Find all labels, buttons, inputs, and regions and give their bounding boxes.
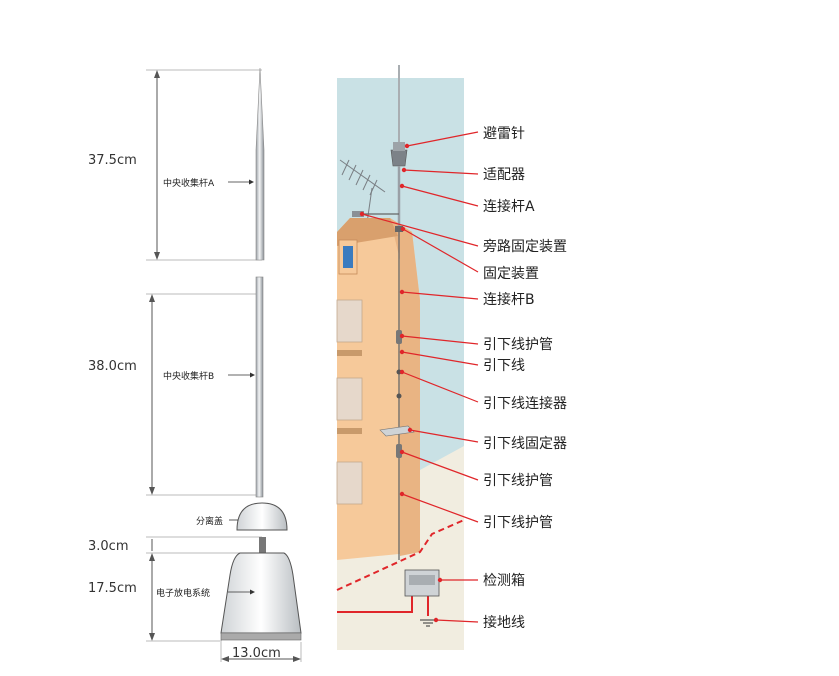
base-dimension: 13.0cm bbox=[220, 642, 302, 662]
callout-test-box: 检测箱 bbox=[483, 573, 525, 589]
callout-connecting-rod-b: 连接杆B bbox=[483, 291, 535, 308]
callout-connecting-rod-a: 连接杆A bbox=[483, 198, 535, 215]
callout-fixing-device: 固定装置 bbox=[483, 266, 539, 282]
callout-ground-wire: 接地线 bbox=[483, 614, 525, 631]
rod-b-label: 中央收集杆B bbox=[163, 370, 214, 382]
rod-a-label: 中央收集杆A bbox=[163, 177, 215, 189]
ese-body: 17.5cm 电子放电系统 bbox=[88, 552, 302, 642]
rod-a: 37.5cm 中央收集杆A bbox=[88, 67, 265, 261]
gap-dimension: 3.0cm bbox=[88, 536, 266, 554]
callout-lightning-rod: 避雷针 bbox=[483, 126, 525, 142]
ese-body-dimension: 17.5cm bbox=[88, 581, 137, 596]
separation-cap: 分离盖 bbox=[196, 502, 288, 531]
rod-b-dimension: 38.0cm bbox=[88, 359, 137, 374]
rod-a-spike bbox=[255, 67, 265, 261]
test-box bbox=[404, 569, 440, 597]
rod-a-dimension: 37.5cm bbox=[88, 153, 137, 168]
callout-down-conductor-conduit-1: 引下线护管 bbox=[483, 337, 553, 353]
ground-symbol bbox=[420, 619, 436, 627]
callout-down-conductor-conduit-3: 引下线护管 bbox=[483, 515, 553, 531]
callout-down-conductor: 引下线 bbox=[483, 358, 525, 374]
lightning-mast bbox=[352, 65, 415, 560]
gap-dimension-label: 3.0cm bbox=[88, 539, 129, 554]
rod-b: 38.0cm 中央收集杆B bbox=[88, 276, 264, 498]
cap-label: 分离盖 bbox=[196, 515, 223, 527]
callout-down-conductor-holder: 引下线固定器 bbox=[483, 436, 567, 452]
callout-down-conductor-conduit-2: 引下线护管 bbox=[483, 473, 553, 489]
building bbox=[336, 218, 420, 560]
left-panel: 37.5cm 中央收集杆A 38.0cm 中央收集杆B 分离盖 bbox=[88, 67, 302, 662]
callout-bypass-fixing-device: 旁路固定装置 bbox=[483, 238, 567, 255]
grounding-wire bbox=[336, 519, 465, 627]
ese-body-label: 电子放电系统 bbox=[156, 587, 210, 599]
callout-lines bbox=[359, 131, 479, 623]
base-dimension-label: 13.0cm bbox=[232, 646, 281, 661]
callout-down-conductor-connector: 引下线连接器 bbox=[483, 395, 567, 412]
callout-labels: 避雷针 适配器 连接杆A 旁路固定装置 固定装置 连接杆B 引下线护管 引下线 … bbox=[483, 126, 567, 631]
callout-adapter: 适配器 bbox=[483, 167, 525, 183]
rod-b-tube bbox=[255, 276, 264, 498]
installation-scene: 避雷针 适配器 连接杆A 旁路固定装置 固定装置 连接杆B 引下线护管 引下线 … bbox=[336, 65, 567, 650]
